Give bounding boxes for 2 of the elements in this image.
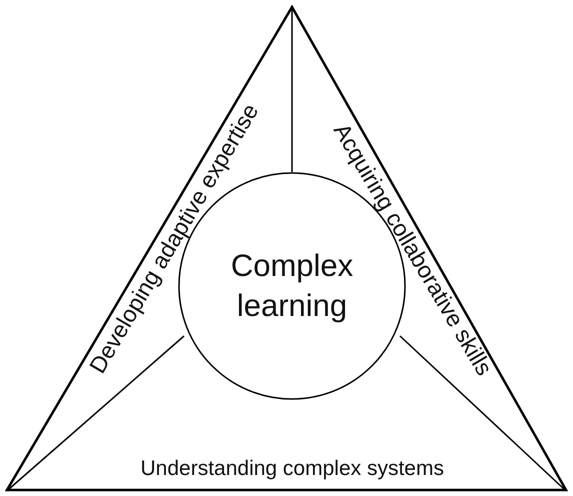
side-label: Understanding complex systems (140, 457, 444, 481)
center-label: Complex learning (230, 246, 354, 325)
